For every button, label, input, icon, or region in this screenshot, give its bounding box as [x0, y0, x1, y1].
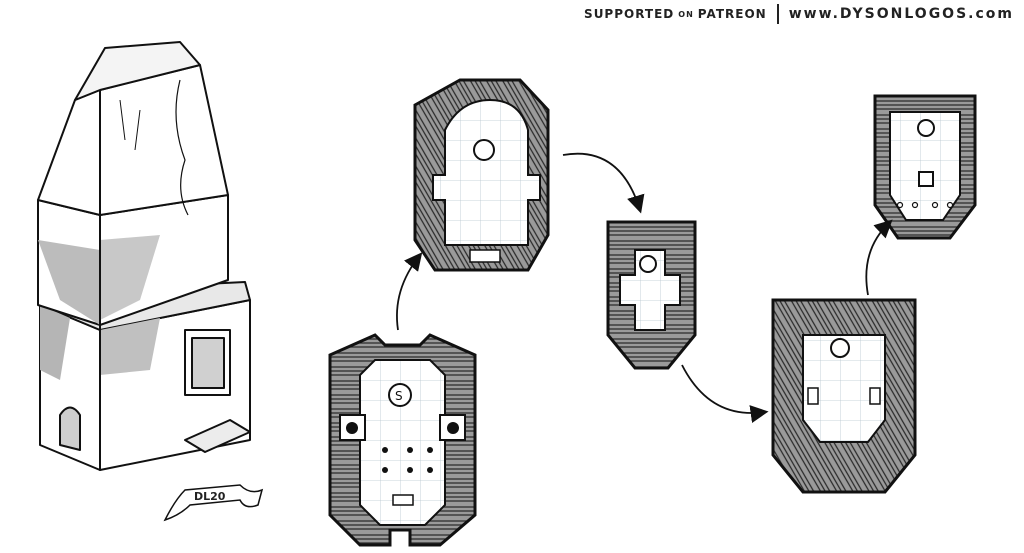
flow-arrows	[396, 152, 893, 423]
stairs-icon	[639, 255, 657, 273]
floor-3-plan	[606, 220, 697, 370]
arrow-icon	[681, 364, 769, 423]
stairs-icon	[473, 139, 495, 161]
svg-text:S: S	[395, 389, 403, 403]
stairs-icon	[917, 119, 935, 137]
header-divider	[776, 4, 779, 24]
floor-2-plan	[413, 78, 550, 272]
arrow-icon	[562, 152, 645, 214]
site-url-link[interactable]: www.DYSONLOGOS.com	[788, 6, 1014, 22]
floor-1-plan: S	[328, 333, 477, 547]
banner-label: DL20	[194, 490, 226, 503]
floor-5-plan	[873, 94, 977, 240]
site-header: SUPPORTED ON PATREON www.DYSONLOGOS.com	[584, 4, 1014, 24]
star-icon	[447, 422, 459, 434]
stairs-icon	[830, 338, 850, 358]
star-icon	[346, 422, 358, 434]
pillar-icon	[918, 171, 934, 187]
supported-text: SUPPORTED	[584, 7, 675, 21]
tower-illustration	[37, 41, 251, 471]
arrow-icon	[865, 219, 893, 296]
patreon-link[interactable]: PATREON	[697, 7, 767, 21]
floor-4-plan	[771, 298, 917, 494]
stairs-icon	[388, 383, 412, 407]
dl20-banner: DL20	[163, 484, 264, 522]
arrow-icon	[396, 252, 423, 331]
on-text: ON	[678, 9, 694, 19]
